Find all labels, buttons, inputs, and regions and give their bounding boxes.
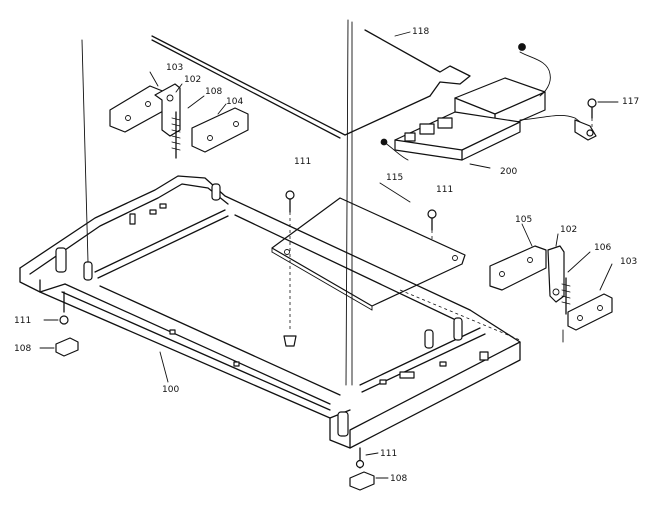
label-117: 117 (622, 97, 639, 107)
label-102-right: 102 (560, 225, 577, 235)
bracket-108-left (39, 337, 79, 357)
screw-111-right (427, 209, 437, 240)
cover-118 (151, 29, 471, 139)
label-103-left: 103 (166, 63, 183, 73)
label-115: 115 (386, 173, 403, 183)
label-111-left: 111 (14, 316, 31, 326)
label-200: 200 (500, 167, 517, 177)
label-111-center: 111 (294, 157, 311, 167)
label-108-left: 108 (14, 344, 31, 354)
label-108-bottom: 108 (390, 474, 407, 484)
leader-100 (159, 351, 169, 383)
bracket-set-right (489, 223, 613, 343)
label-102-left: 102 (184, 75, 201, 85)
shield-plate-115 (271, 182, 466, 311)
chassis-100 (19, 19, 521, 449)
label-100: 100 (162, 385, 179, 395)
label-118: 118 (412, 27, 429, 37)
label-111-right: 111 (436, 185, 453, 195)
bracket-set-left (109, 71, 249, 159)
screw-111-center (283, 190, 297, 347)
power-unit-200 (380, 43, 597, 169)
label-105: 105 (515, 215, 532, 225)
screw-117 (587, 98, 619, 128)
label-106: 106 (594, 243, 611, 253)
label-104: 104 (226, 97, 243, 107)
screw-111-left (43, 291, 69, 325)
label-108-left-top: 108 (205, 87, 222, 97)
label-103-right: 103 (620, 257, 637, 267)
bracket-108-bottom (349, 471, 389, 491)
label-111-bottom: 111 (380, 449, 397, 459)
screw-111-bottom (355, 447, 379, 469)
